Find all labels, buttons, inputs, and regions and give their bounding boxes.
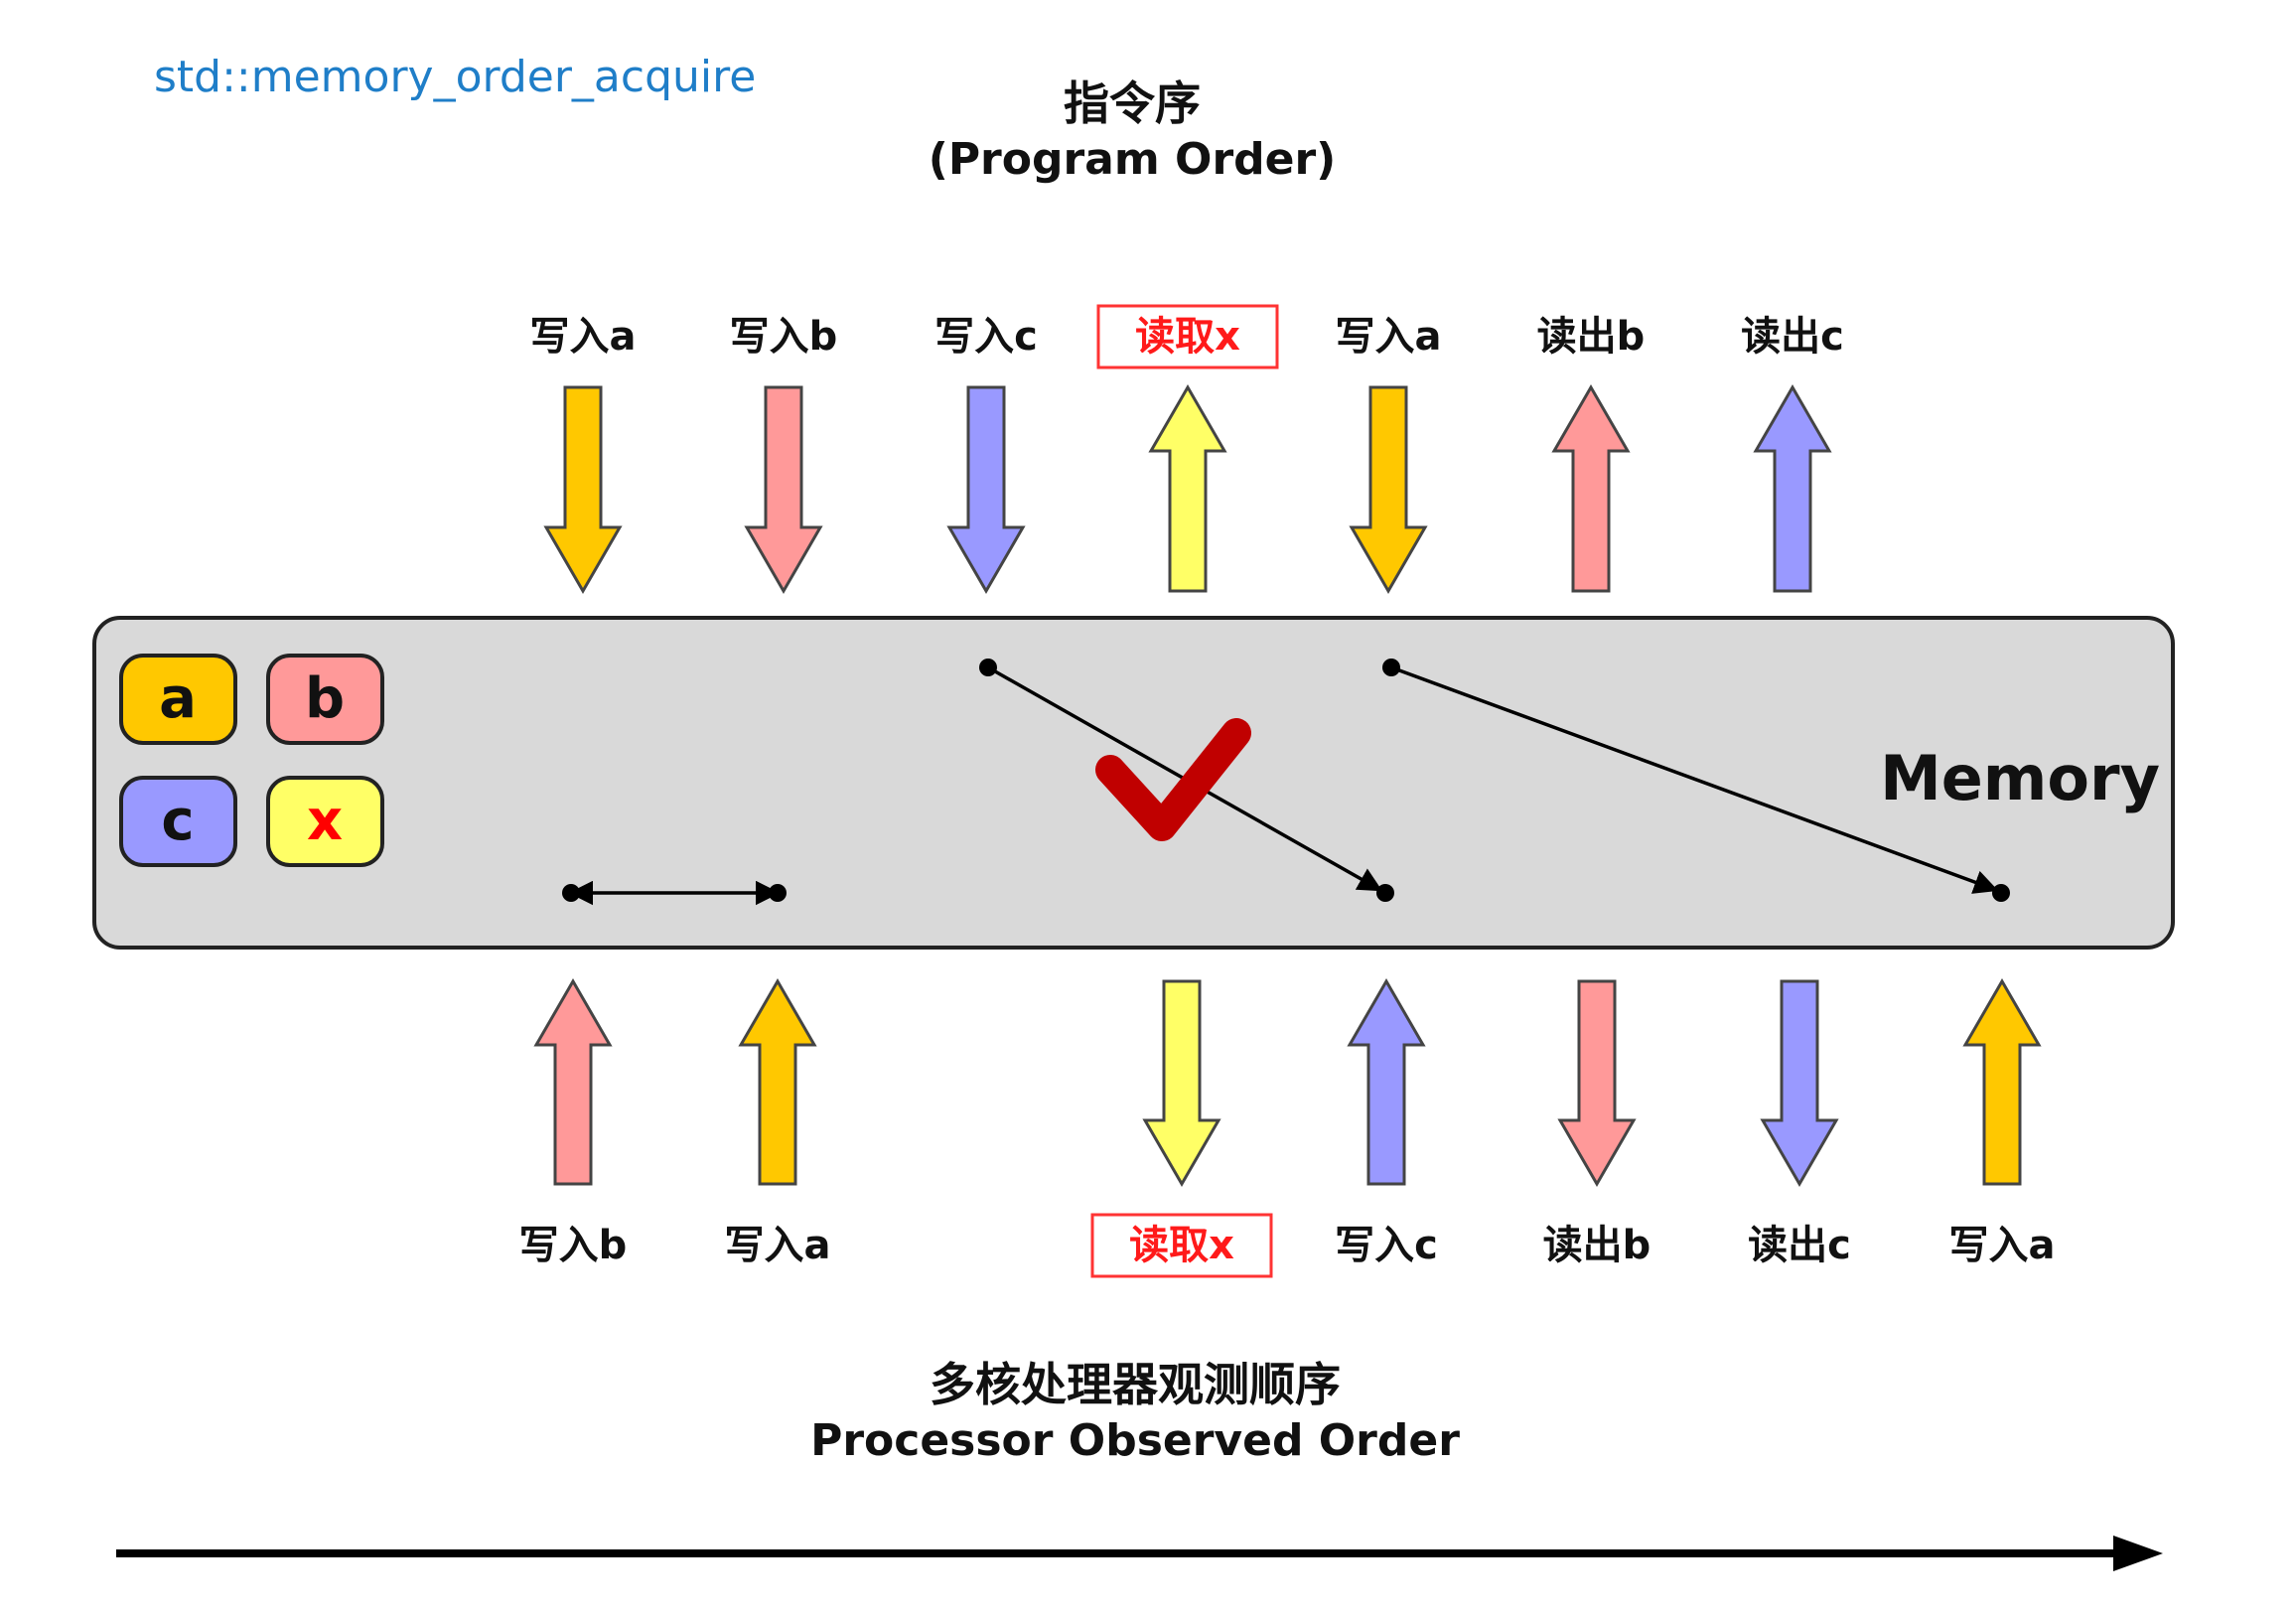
observed-op-6: 读出c [1748,979,1851,1268]
observed-op-label: 读出c [1748,1223,1851,1268]
program-op-4: 读取x [1096,304,1279,593]
observed-order-title-en: Processor Observed Order [810,1415,1460,1466]
program-op-label: 读出c [1741,314,1844,360]
observed-order-title-cn: 多核处理器观测顺序 [930,1358,1341,1411]
variable-chip-bg [119,654,237,745]
check-icon [1095,718,1251,841]
program-op-label: 读取x [1135,314,1240,360]
observed-op-3: 读取x [1090,979,1273,1278]
variable-chip-label: a [159,666,197,731]
observed-op-label: 读出b [1543,1223,1651,1268]
swap-point-left [562,884,580,902]
reorder-end-write-c [1376,884,1394,902]
observed-op-5: 读出b [1543,979,1651,1268]
observed-op-arrow-down [1557,979,1637,1187]
program-order-title-en: (Program Order) [929,134,1337,185]
program-op-6: 读出b [1537,314,1646,593]
program-op-label: 写入b [730,314,838,360]
program-op-arrow-up [1551,384,1631,593]
program-op-7: 读出c [1741,314,1844,593]
variable-legend: a b c x [119,654,384,867]
program-op-label: 写入a [1336,314,1442,360]
variable-chip-bg [266,776,384,867]
variable-chip-b: b [266,654,384,745]
program-op-label: 写入c [934,314,1038,360]
program-order-row: 写入a 写入b 写入c 读取x 写入a 读出b 读出c [530,304,1844,594]
observed-op-arrow-up [738,978,817,1186]
observed-op-label: 写入a [1949,1223,2056,1268]
reorder-start-write-c [979,659,997,676]
reorder-arrow-write-a [1390,665,1999,894]
reorder-start-write-a [1382,659,1400,676]
program-op-arrow-up [1753,384,1832,593]
observed-op-7: 写入a [1949,978,2056,1268]
program-op-label: 读出b [1537,314,1646,360]
program-op-arrow-up [1148,384,1227,593]
variable-chip-x: x [266,776,384,867]
variable-chip-a: a [119,654,237,745]
observed-op-arrow-up [1347,978,1426,1186]
observed-op-label: 写入a [725,1223,831,1268]
observed-op-4: 写入c [1335,978,1438,1268]
diagram-title: std::memory_order_acquire [154,52,756,102]
program-op-2: 写入b [730,314,838,594]
variable-chip-bg [119,776,237,867]
program-op-3: 写入c [934,314,1038,594]
observed-op-label: 读取x [1129,1223,1234,1268]
observed-op-label: 写入c [1335,1223,1438,1268]
program-op-arrow-down [1349,385,1428,594]
program-op-label: 写入a [530,314,637,360]
observed-op-label-box [1090,1213,1273,1278]
observed-op-arrow-up [1962,978,2042,1186]
program-order-title-cn: 指令序 [1064,76,1201,130]
observed-op-arrow-down [1142,979,1221,1187]
program-op-label-box [1096,304,1279,369]
memory-label: Memory [1880,742,2160,814]
program-op-1: 写入a [530,314,637,594]
program-op-arrow-down [543,385,623,594]
observed-op-2: 写入a [725,978,831,1268]
variable-chip-label: c [161,789,194,853]
variable-chip-label: b [305,666,345,731]
program-op-arrow-down [946,385,1026,594]
observed-order-row: 写入b 写入a 读取x 写入c 读出b 读出c 写入a [519,978,2056,1278]
swap-point-right [769,884,787,902]
observed-op-1: 写入b [519,978,628,1268]
time-axis-arrowhead-icon [2113,1536,2163,1571]
variable-chip-bg [266,654,384,745]
observed-op-arrow-up [533,978,613,1186]
program-op-arrow-down [744,385,823,594]
program-op-5: 写入a [1336,314,1442,594]
observed-op-arrow-down [1760,979,1839,1187]
observed-op-label: 写入b [519,1223,628,1268]
variable-chip-label: x [307,789,343,853]
variable-chip-c: c [119,776,237,867]
reorder-end-write-a [1992,884,2010,902]
